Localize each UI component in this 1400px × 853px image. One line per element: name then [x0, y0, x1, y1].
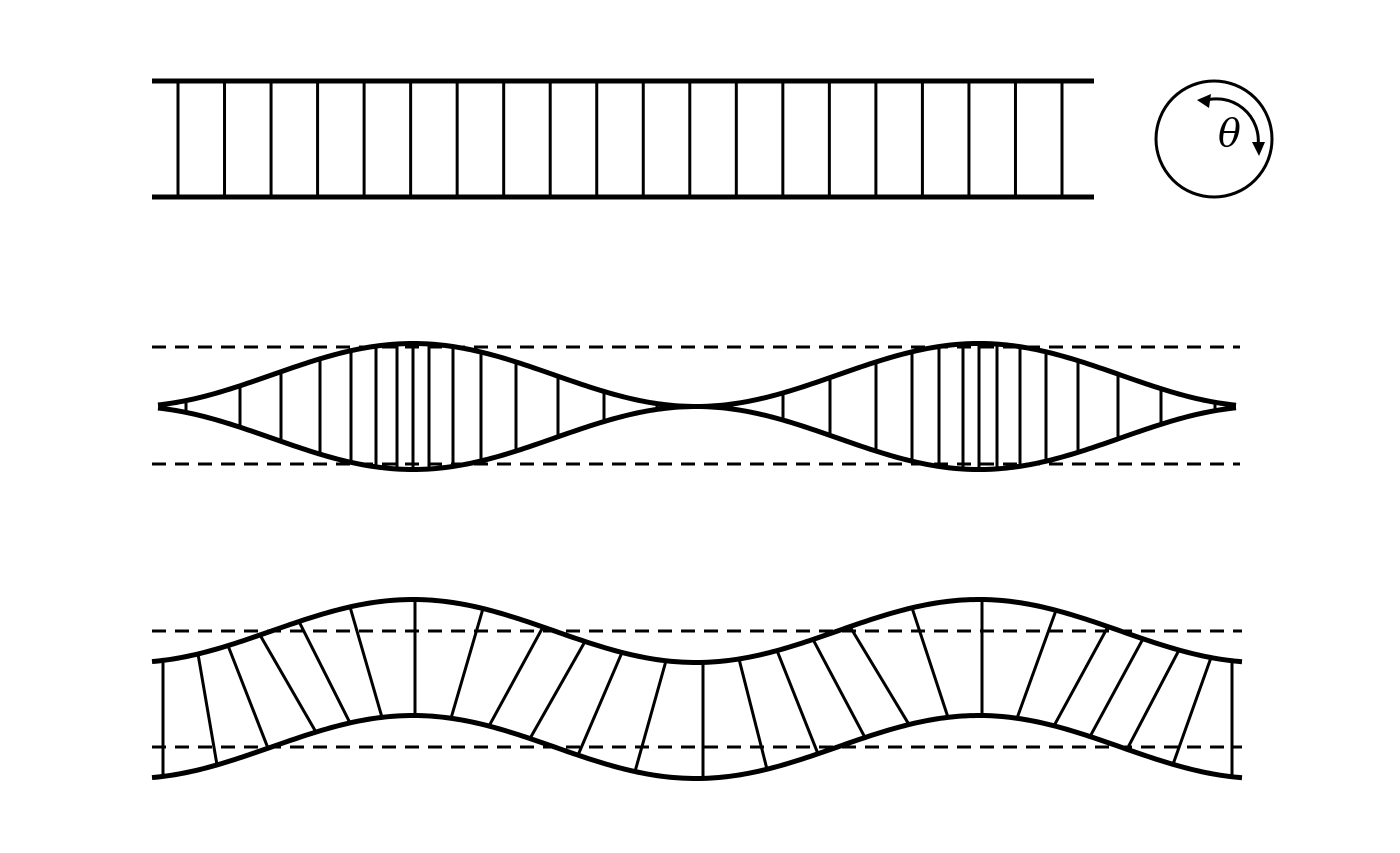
- ladder-rung: [487, 626, 545, 727]
- ladder-rung: [576, 651, 624, 756]
- rotation-angle-label: θ: [1218, 111, 1241, 155]
- ladder-rung: [910, 607, 950, 718]
- rotation-indicator: θ: [1154, 79, 1274, 199]
- panel-twisted-ladder: [151, 596, 1243, 782]
- ladder-rung: [1015, 609, 1058, 719]
- ladder-rung: [196, 653, 219, 766]
- top-rail-wave: [151, 596, 1243, 666]
- ladder-rung: [775, 650, 820, 755]
- panel-compressed-ladder: [152, 340, 1240, 473]
- arrowhead-end-icon: [1252, 142, 1265, 156]
- ladder-rung: [633, 660, 668, 772]
- ladder-rung: [1171, 657, 1213, 765]
- ladder-rung: [811, 638, 867, 739]
- ladder-rung: [226, 645, 270, 749]
- ladder-rung: [258, 634, 318, 733]
- ladder-rung: [737, 658, 769, 770]
- bottom-rail-wave: [157, 403, 1237, 473]
- ladder-rung: [1052, 625, 1110, 727]
- ladder-rung: [297, 620, 352, 724]
- ladder-rung: [848, 625, 911, 726]
- ladder-rung: [1125, 649, 1181, 750]
- clockwise-rotation-arrow-icon: [1202, 97, 1260, 147]
- arrowhead-start-icon: [1197, 94, 1211, 108]
- ladder-rung: [348, 606, 384, 718]
- ladder-rung: [1088, 638, 1145, 738]
- ladder-rung: [528, 640, 587, 740]
- panel-uniform-ladder: [152, 78, 1094, 200]
- ladder-rung: [449, 608, 485, 719]
- rotation-circle: [1154, 79, 1274, 199]
- bottom-rail-wave: [151, 712, 1243, 782]
